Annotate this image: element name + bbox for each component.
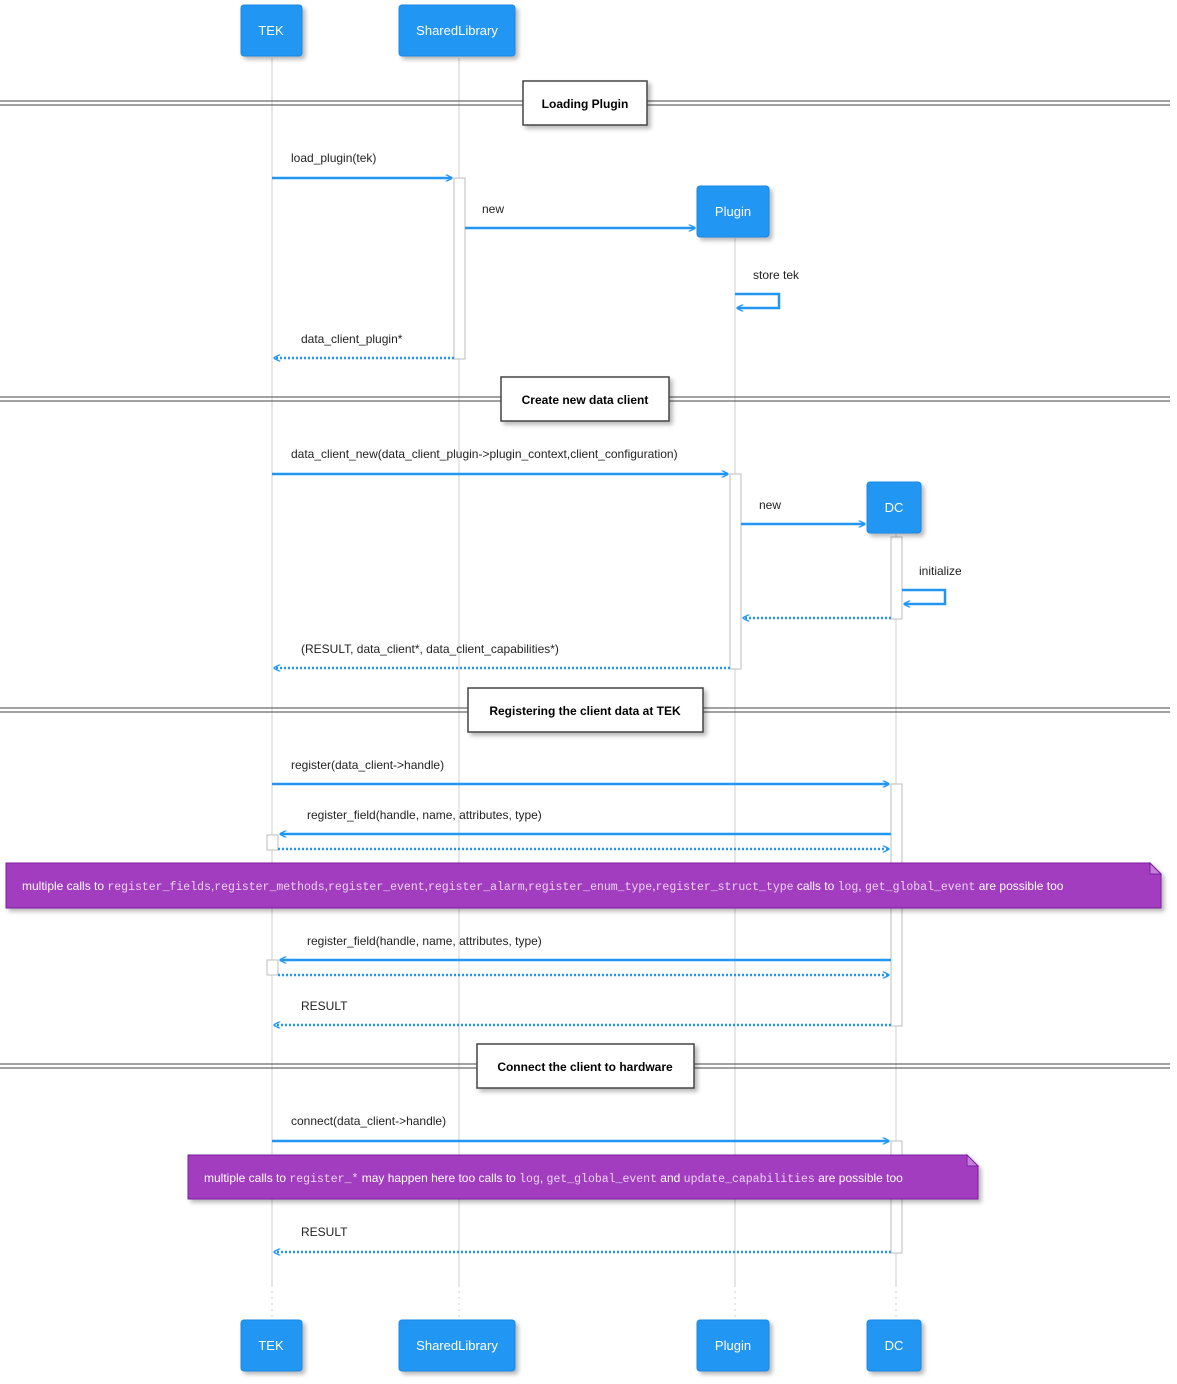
note-code: log xyxy=(519,1173,540,1186)
divider-label: Loading Plugin xyxy=(542,97,629,111)
participant-sharedlibrary-top: SharedLibrary xyxy=(398,4,516,57)
participant-label: DC xyxy=(885,1338,904,1353)
note-code: register_methods xyxy=(214,881,324,894)
activation-plugin xyxy=(729,473,742,670)
message-label: data_client_new(data_client_plugin->plug… xyxy=(291,447,678,461)
activation-sharedlibrary xyxy=(453,177,466,360)
participant-label: Plugin xyxy=(715,204,751,219)
note-code: register_* xyxy=(289,1173,358,1186)
divider-label: Connect the client to hardware xyxy=(497,1060,673,1074)
note-fragment: , xyxy=(858,879,865,893)
participant-sharedlibrary-bottom: SharedLibrary xyxy=(398,1319,516,1372)
message-label: store tek xyxy=(753,268,800,282)
note-code: register_event xyxy=(328,881,425,894)
message-label: (RESULT, data_client*, data_client_capab… xyxy=(301,642,559,656)
message-label: initialize xyxy=(919,564,962,578)
note-connect-calls: multiple calls to register_* may happen … xyxy=(187,1153,980,1200)
message-label: new xyxy=(482,202,504,216)
note-code: get_global_event xyxy=(865,881,975,894)
note-fragment: , xyxy=(652,879,655,893)
note-fragment: calls to xyxy=(794,879,838,893)
divider-connect: Connect the client to hardware xyxy=(0,1043,1170,1089)
messages: load_plugin(tek) new store tek data_clie… xyxy=(272,151,962,1252)
divider-box xyxy=(500,376,670,422)
note-fragment: , xyxy=(525,879,528,893)
note-code: log xyxy=(838,881,859,894)
message-label: register_field(handle, name, attributes,… xyxy=(307,808,542,822)
divider-create-data-client: Create new data client xyxy=(0,376,1170,422)
note-fragment: multiple calls to xyxy=(204,1171,289,1185)
message-label: connect(data_client->handle) xyxy=(291,1114,446,1128)
message-label: load_plugin(tek) xyxy=(291,151,376,165)
note-code: register_enum_type xyxy=(528,881,652,894)
message-label: RESULT xyxy=(301,999,348,1013)
participant-label: Plugin xyxy=(715,1338,751,1353)
note-code: get_global_event xyxy=(547,1173,657,1186)
message-label: register_field(handle, name, attributes,… xyxy=(307,934,542,948)
note-register-calls: multiple calls to register_fields,regist… xyxy=(5,861,1163,909)
participant-label: SharedLibrary xyxy=(416,1338,498,1353)
divider-registering: Registering the client data at TEK xyxy=(0,687,1170,733)
note-fragment: and xyxy=(657,1171,684,1185)
participant-plugin-bottom: Plugin xyxy=(696,1319,770,1372)
divider-box xyxy=(522,80,648,126)
message-label: data_client_plugin* xyxy=(301,332,403,346)
note-text: multiple calls to register_fields,regist… xyxy=(22,879,1064,894)
participant-label: DC xyxy=(885,500,904,515)
message-label: RESULT xyxy=(301,1225,348,1239)
note-fragment: , xyxy=(325,879,328,893)
note-fragment: , xyxy=(211,879,214,893)
participant-label: SharedLibrary xyxy=(416,23,498,38)
message-label: register(data_client->handle) xyxy=(291,758,444,772)
participant-tek-top: TEK xyxy=(240,4,303,57)
activation-dc-new xyxy=(890,536,903,620)
note-fragment: may happen here too calls to xyxy=(358,1171,519,1185)
divider-loading-plugin: Loading Plugin xyxy=(0,80,1170,126)
divider-box xyxy=(467,687,704,733)
note-fragment: , xyxy=(425,879,428,893)
note-code: register_fields xyxy=(107,881,211,894)
note-fragment: multiple calls to xyxy=(22,879,107,893)
note-fragment: are possible too xyxy=(975,879,1063,893)
note-code: register_struct_type xyxy=(656,881,794,894)
participant-label: TEK xyxy=(258,1338,284,1353)
message-arrow-store-tek xyxy=(735,292,781,308)
message-arrow-initialize xyxy=(902,588,947,604)
participant-plugin-top: Plugin xyxy=(696,185,770,238)
divider-label: Create new data client xyxy=(522,393,649,407)
activation-tek-callback-2 xyxy=(266,959,279,976)
participant-label: TEK xyxy=(258,23,284,38)
participant-dc-bottom: DC xyxy=(866,1319,922,1372)
participant-tek-bottom: TEK xyxy=(240,1319,303,1372)
note-fragment: , xyxy=(540,1171,547,1185)
activation-tek-callback-1 xyxy=(266,834,279,851)
participant-dc-top: DC xyxy=(866,481,922,534)
note-fragment: are possible too xyxy=(815,1171,903,1185)
note-code: register_alarm xyxy=(428,881,525,894)
note-text: multiple calls to register_* may happen … xyxy=(204,1171,903,1186)
divider-label: Registering the client data at TEK xyxy=(489,704,681,718)
note-code: update_capabilities xyxy=(684,1173,815,1186)
message-label: new xyxy=(759,498,781,512)
divider-box xyxy=(476,1043,695,1089)
